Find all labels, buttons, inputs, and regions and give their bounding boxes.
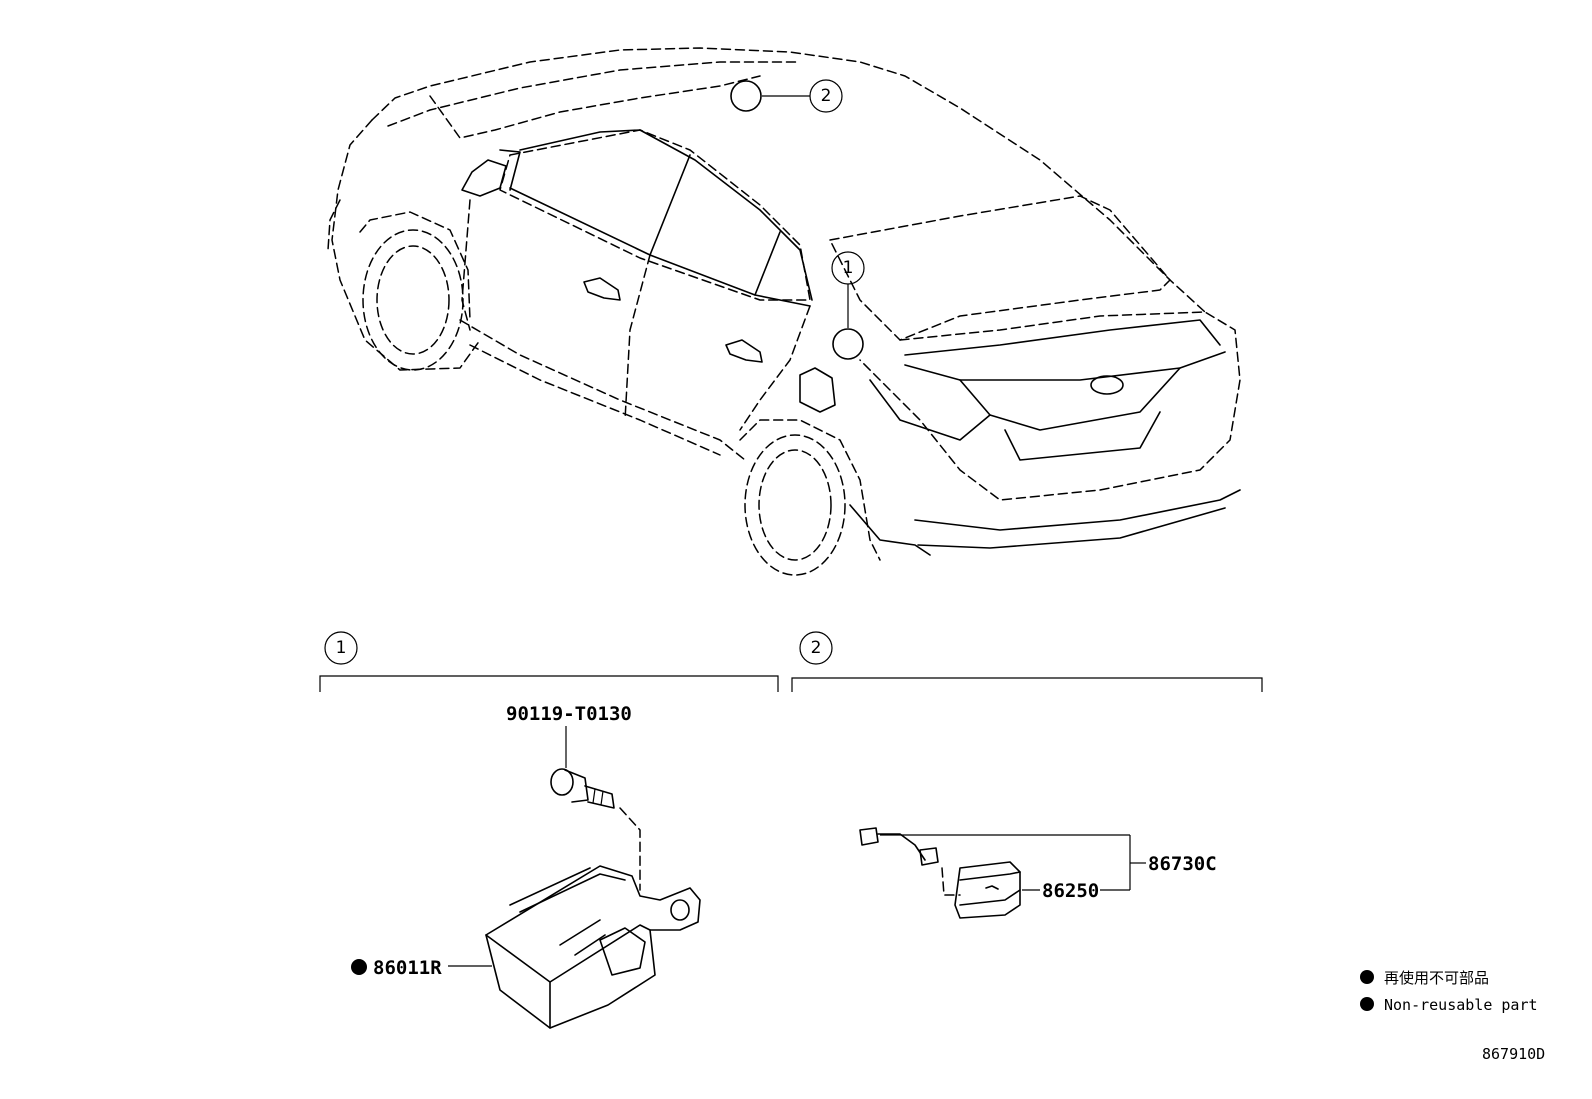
bolt-icon: [550, 768, 615, 809]
legend-bullet-en: [1360, 997, 1374, 1011]
section-1-bracket: [319, 675, 779, 692]
legend-text-en: Non-reusable part: [1384, 996, 1538, 1014]
car-callout-2: 2: [821, 86, 832, 106]
part-label-receiver: 86011R: [373, 957, 442, 979]
antenna-cable-icon: [859, 827, 939, 866]
part-label-antenna-assy: 86730C: [1148, 853, 1217, 875]
non-reusable-marker: [351, 959, 367, 975]
legend-text-jp: 再使用不可部品: [1384, 969, 1489, 987]
diagram-code: 867910D: [1482, 1045, 1545, 1063]
section-2-callout: 2: [811, 638, 822, 658]
section-2-bracket: [791, 677, 1263, 692]
section-1-callout: 1: [336, 638, 347, 658]
receiver-unit-icon: [485, 865, 701, 1029]
antenna-module-icon: [954, 861, 1021, 919]
car-callout-1: 1: [843, 258, 854, 278]
legend-bullet-jp: [1360, 970, 1374, 984]
part-label-antenna: 86250: [1042, 880, 1099, 902]
part-label-bolt: 90119-T0130: [506, 703, 632, 725]
legend: 再使用不可部品 Non-reusable part: [1360, 969, 1538, 1014]
vehicle-illustration: [327, 47, 1241, 576]
